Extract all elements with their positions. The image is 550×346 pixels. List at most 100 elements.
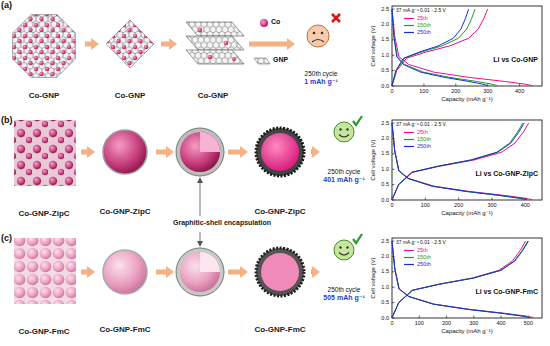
leader-line — [200, 180, 201, 216]
tick-label: 2.0 — [381, 253, 389, 259]
capacity-value: 401 mAh g⁻¹ — [323, 176, 364, 184]
axis-tick — [392, 184, 395, 185]
process-arrow — [81, 266, 95, 278]
shell-particle — [200, 132, 220, 152]
process-arrow — [156, 146, 248, 158]
encapsulated-particle — [256, 128, 304, 176]
fmc-composite — [14, 238, 76, 304]
axis-tick — [455, 84, 456, 87]
tick-label: 2.5 — [381, 120, 389, 126]
cycle-curve — [392, 123, 524, 200]
arrow-shaft — [249, 42, 288, 47]
process-arrow — [311, 146, 320, 158]
axis-tick — [446, 316, 447, 319]
tick-label: 0 — [390, 88, 393, 94]
tick-label: 0 — [390, 320, 393, 326]
cycle-curve — [392, 241, 528, 318]
legend-line — [404, 25, 414, 26]
process-arrow — [85, 38, 99, 50]
tick-label: 0.0 — [381, 197, 389, 203]
legend-line — [404, 32, 414, 33]
panel-letter: (c) — [1, 233, 12, 243]
axis-tick — [392, 169, 395, 170]
tick-label: 0.0 — [381, 83, 389, 89]
shell-particle — [176, 128, 224, 176]
panel-letter: (b) — [1, 115, 13, 125]
legend-line — [404, 257, 414, 258]
tick-label: 1.0 — [381, 166, 389, 172]
process-arrow — [81, 146, 95, 158]
gnp-sheets — [186, 36, 244, 50]
zipc-particle — [103, 130, 147, 174]
axis-tick — [492, 198, 493, 201]
process-arrow — [161, 38, 177, 50]
legend-line — [404, 139, 414, 140]
legend-text: 25th — [417, 15, 428, 21]
stage-label: Co-GNP — [100, 14, 160, 102]
sample-name: Co-GNP-ZipC — [99, 207, 150, 216]
legend-text: 25th — [417, 247, 428, 253]
co-gnp-fragment — [106, 20, 154, 68]
fmc-particle — [103, 250, 147, 294]
result-box: 250th cycle401 mAh g⁻¹ — [321, 118, 367, 186]
cell-label: Li vs Co-GNP-ZipC — [475, 170, 538, 178]
chart-marks — [392, 9, 534, 318]
gnp-sheets — [186, 50, 244, 64]
gnp-sheets — [198, 28, 202, 32]
tick-label: 400 — [515, 88, 524, 94]
happy-face — [339, 128, 341, 130]
cycle-curve — [392, 241, 530, 318]
shell-particle — [176, 128, 224, 176]
shell-particle — [176, 248, 224, 296]
happy-face — [353, 234, 362, 243]
key-label: Co — [271, 18, 280, 26]
cycle-curve — [392, 9, 532, 86]
tick-label: 0.5 — [381, 299, 389, 305]
arrow-head — [169, 38, 177, 50]
cycle-curve — [392, 9, 475, 86]
axis-title: Capacity (mAh g⁻¹) — [441, 328, 493, 335]
legend-text: 150th — [417, 254, 431, 260]
process-arrow — [249, 38, 295, 50]
cycle-curve — [392, 9, 488, 86]
happy-face — [346, 246, 348, 248]
chart-frame — [392, 120, 542, 200]
process-arrow — [166, 146, 174, 158]
arrow-head — [87, 146, 95, 158]
happy-face — [334, 122, 354, 142]
sample-name: Co-GNP-ZipC — [18, 209, 69, 218]
chart-frame — [392, 6, 542, 86]
tick-label: 300 — [483, 88, 492, 94]
tick-label: 1.5 — [381, 36, 389, 42]
tick-label: 300 — [469, 320, 478, 326]
stage-label: Co-GNP-FmC — [250, 238, 310, 336]
tick-label: 100 — [415, 320, 424, 326]
encapsulated-particle — [261, 253, 299, 291]
stage-label: Co-GNP-ZipC — [96, 120, 154, 218]
sad-face — [312, 40, 324, 43]
axis-tick — [392, 287, 395, 288]
tick-label: 1.5 — [381, 150, 389, 156]
cycle-curve — [392, 241, 534, 318]
cell-label: Li vs Co-GNP — [493, 56, 538, 64]
cycle-curve — [392, 123, 532, 200]
zipc-particle — [103, 130, 147, 174]
axis-title: Cell voltage (V) — [370, 257, 377, 298]
axis-title: Capacity (mAh g⁻¹) — [441, 96, 493, 103]
axis-tick — [392, 70, 395, 71]
sample-name: Co-GNP — [115, 91, 146, 100]
zipc-composite — [14, 120, 76, 186]
tick-label: 200 — [451, 88, 460, 94]
capacity-value: 1 mAh g⁻¹ — [304, 78, 338, 86]
cycle-note: 250th cycle — [328, 168, 361, 175]
axis-tick — [458, 198, 459, 201]
axis-title: Cell voltage (V) — [370, 25, 377, 66]
axis-tick — [392, 153, 395, 154]
tick-label: 200 — [442, 320, 451, 326]
legend-line — [404, 132, 414, 133]
capacity-value: 505 mAh g⁻¹ — [323, 294, 364, 302]
fmc-particle — [103, 250, 147, 294]
legend-line — [404, 146, 414, 147]
stage-label: Co-GNP — [178, 14, 248, 102]
